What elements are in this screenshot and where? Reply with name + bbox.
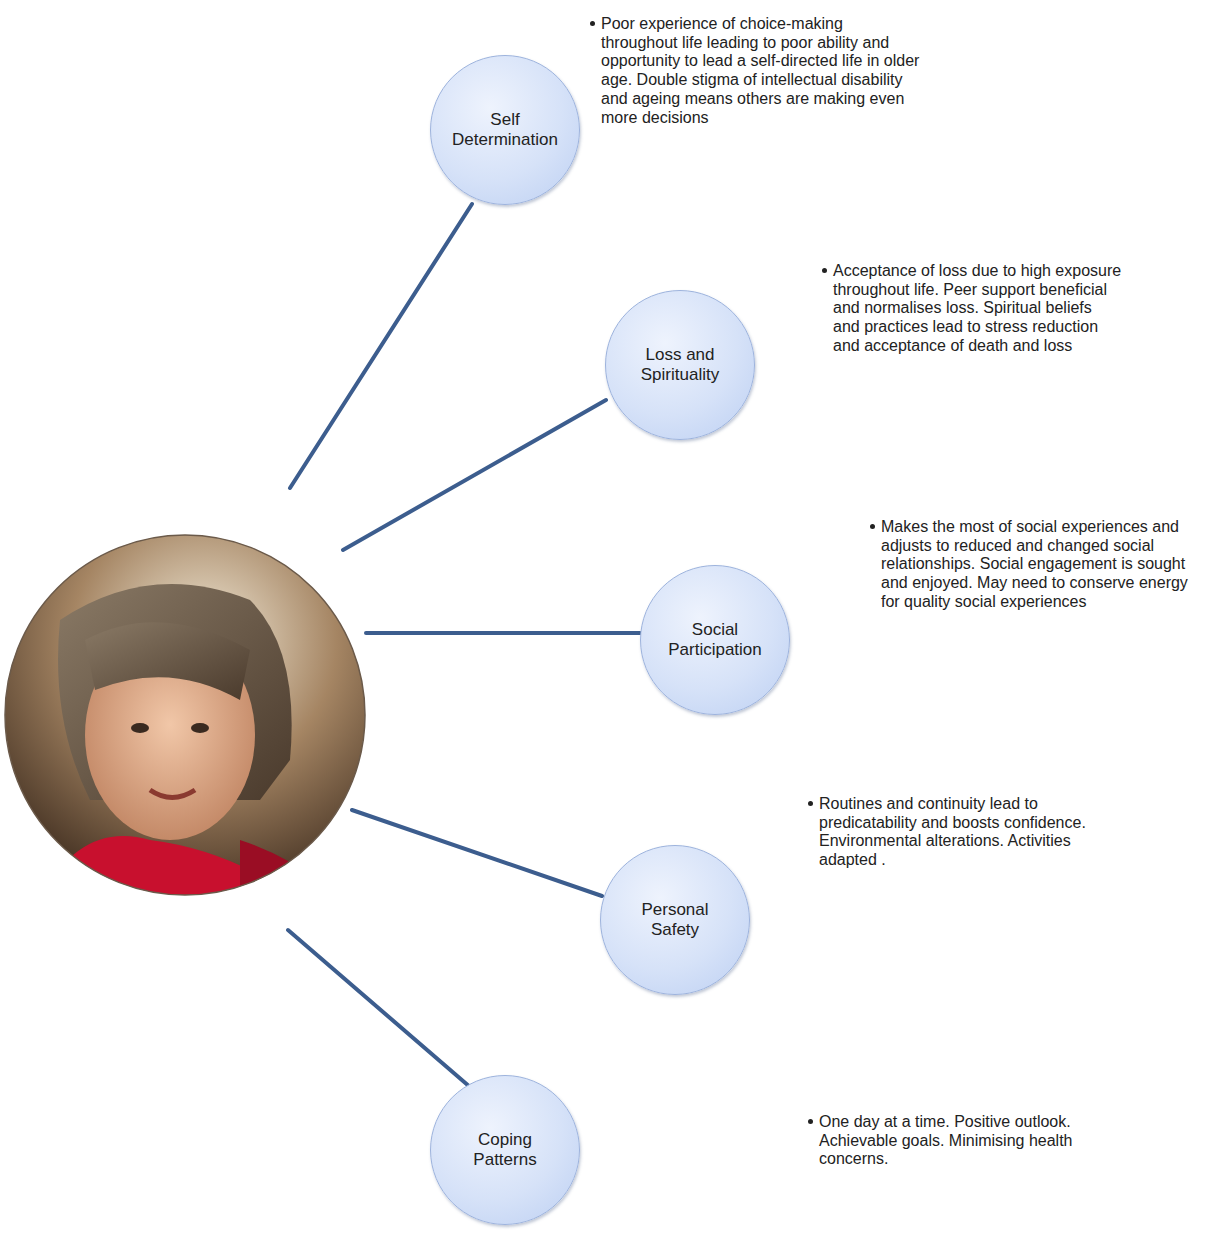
portrait-photo <box>0 530 370 900</box>
topic-title: Social Participation <box>659 620 771 661</box>
topic-node: Social ParticipationMakes the most of so… <box>640 565 790 715</box>
description-text: One day at a time. Positive outlook. Ach… <box>819 1113 1088 1169</box>
portrait-frame <box>5 535 365 895</box>
spoke-line <box>352 810 602 896</box>
topic-description: Poor experience of choice-making through… <box>590 15 920 127</box>
topic-circle: Self Determination <box>430 55 580 205</box>
description-text: Routines and continuity lead to predicat… <box>819 795 1128 870</box>
bullet-dot <box>822 268 827 273</box>
topic-title: Loss and Spirituality <box>624 345 736 386</box>
topic-circle: Social Participation <box>640 565 790 715</box>
description-text: Poor experience of choice-making through… <box>601 15 920 127</box>
bullet-dot <box>590 21 595 26</box>
description-text: Makes the most of social experiences and… <box>881 518 1195 612</box>
topic-circle: Coping Patterns <box>430 1075 580 1225</box>
bullet-dot <box>808 1119 813 1124</box>
spoke-line <box>366 631 640 635</box>
bullet-dot <box>870 524 875 529</box>
topic-description: Acceptance of loss due to high exposure … <box>822 262 1122 356</box>
spoke-line <box>343 400 606 550</box>
topic-node: Self DeterminationPoor experience of cho… <box>430 55 580 205</box>
topic-title: Personal Safety <box>619 900 731 941</box>
topic-description: One day at a time. Positive outlook. Ach… <box>808 1113 1088 1169</box>
topic-circle: Loss and Spirituality <box>605 290 755 440</box>
spoke-line <box>290 204 472 488</box>
spoke-line <box>288 930 470 1087</box>
topic-description: Makes the most of social experiences and… <box>870 518 1195 612</box>
topic-node: Coping PatternsOne day at a time. Positi… <box>430 1075 580 1225</box>
topic-node: Personal SafetyRoutines and continuity l… <box>600 845 750 995</box>
topic-node: Loss and SpiritualityAcceptance of loss … <box>605 290 755 440</box>
topic-description: Routines and continuity lead to predicat… <box>808 795 1128 870</box>
topic-title: Coping Patterns <box>449 1130 561 1171</box>
topic-circle: Personal Safety <box>600 845 750 995</box>
topic-title: Self Determination <box>449 110 561 151</box>
description-text: Acceptance of loss due to high exposure … <box>833 262 1122 356</box>
bullet-dot <box>808 801 813 806</box>
